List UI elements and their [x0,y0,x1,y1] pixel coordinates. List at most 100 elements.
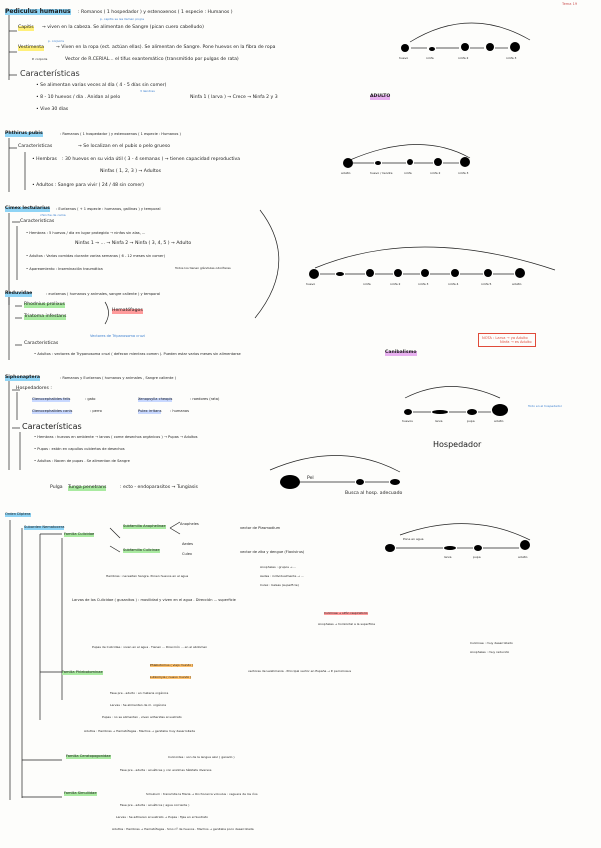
diagram-label: ninfa [404,172,412,175]
diagram-label: larva [444,556,452,559]
caract-label: Características [20,220,54,225]
note-line: Simulium : transmite la filaria → Onchoc… [146,793,258,796]
genus: Phlebotomus ( viejo mundo ) [150,664,193,667]
diagram-label: Busca al hosp. adecuado [345,492,402,497]
diagram-label: adulto [512,283,522,286]
caract-label: Características [24,342,58,347]
host-species: Pulex irritans [138,410,161,414]
vector-note: vector de zika y dengue (Flavivirus) [240,551,304,555]
note-line: • Se alimentan varias veces al día ( 4 -… [36,84,166,89]
note-line: Larvas : Se adhieren al sustrato → Pupas… [116,816,208,819]
note-line: Adultos : Hembras → Hematófagas . Machos… [84,730,195,733]
host-species: : humanos [170,410,189,414]
family-simuliidae: Familia Simuliidae [64,792,97,796]
note-line: : 30 huevos en su vida útil ( 3 - 4 sema… [62,158,240,163]
diagram-label: larva [435,420,443,423]
note-line: • Hembras [32,158,57,163]
diagram-label: ninfa 3 [418,283,428,286]
section-title: Siphonaptera [5,376,40,381]
caract-label: Características [22,423,82,431]
hematofagos-label: Hematófagos [112,309,143,314]
family-phlebotominae: Familia Phlebotominae [62,671,103,675]
annotation: Culicinae : muy desarrollado [470,642,513,645]
diagram-label: ninfa 3 [458,172,468,175]
vector-note: vectores de Leishmania . Principal vecto… [248,670,351,673]
host-species: Xenopsylla cheopis [138,398,172,402]
hospedador-label: Hospedador [433,441,481,449]
note-line: Culicoides : son de la lengua azul ( gan… [168,756,235,759]
genus: Aedes [182,543,193,547]
note-line: • Pupas : están en capullos cubiertos de… [34,448,125,452]
note-line: Pupas de Culicidae : viven en el agua . … [92,646,207,649]
lice-life-cycle-diagram [401,23,530,52]
family-culicidae: Familia Culicidae [64,533,94,537]
diagram-label: ninfa 2 [430,172,440,175]
species-rhodnius: Rhodnius prolixus [24,303,65,308]
caract-title: Características [20,70,80,78]
note-line: Culicinae → sifón respiratorio [324,612,368,615]
section-title: Reduvidae [5,292,32,297]
note-line: Ninfa 1 ( larva ) → Crece → Ninfa 2 y 3 [190,96,278,101]
cimex-life-cycle-diagram [309,247,555,279]
annotation: p. capitis se les llaman piojos [100,18,144,21]
note-line: Anopheles : grupos → ... [260,566,296,569]
diagram-label: adulto [518,556,528,559]
diagram-label: adulto [494,420,504,423]
diagram-label: ninfa 2 [458,57,468,60]
note-line: • Hembras : huevos en ambiente → larvas … [34,436,198,440]
capitis-text: → viven en la cabeza. Se alimentan de Sa… [42,26,204,31]
vestimenta-label: Vestimenta [18,46,44,51]
host-species: Ctenocephalides canis [32,410,72,414]
note-line: Ninfas ( 1, 2, 3 ) → Adultos [100,170,161,175]
nota-line: Ninfa → es Adulto [482,340,532,344]
section-title: Cimex lectularius [5,207,50,212]
host-species: : perro [90,410,102,414]
annotation: p. corporis [48,40,64,43]
section-subtitle: : Euríxenos ( + 1 especie : humanos, gal… [56,208,160,212]
diagram-label: pupa [473,556,481,559]
diagram-label: huevos [402,420,413,423]
note-line: Pupas : no se alimentan , viven adherida… [102,716,182,719]
page-number: Tema 19 [562,3,577,7]
diagram-label: ninfa 2 [390,283,400,286]
annotation: Todo en el hospedador [528,405,562,408]
diagram-label: ninfa 3 [506,57,516,60]
diagram-label: huevo [399,57,408,60]
note-line: • Hembras : 5 huevos / día en lugar prot… [26,232,145,236]
note-line: Anopheles → horizontal a la superficie [318,623,375,626]
diagram-label: pupa [467,420,475,423]
note-line: • Adultos : Sangre para vivir ( 24 / 48 … [32,184,144,189]
vector-note: vector de Plasmodium [240,527,280,531]
adulto-label: ADULTO [370,95,390,100]
vector-text: Vector de R.CERIAL... el tifus exantemát… [65,58,239,63]
annotation: P. corporis [32,58,47,61]
diagram-label: ninfa 4 [448,283,458,286]
annotation: Todos los tienen glándulas odoríferas [175,267,231,270]
note-line: • Apareamiento : Inseminación traumática [26,268,103,272]
note-line: Ninfas 1 → ... → Ninfa 2 → Ninfa ( 3, 4,… [75,242,191,247]
note-line: • Adultos : vectores de Trypanosoma cruz… [34,353,241,357]
diagram-label: huevo / liendre [370,172,393,175]
annotation: Vectores de Tripanosoma cruzi [90,335,145,339]
note-line: Fase pre - adulta : acuáticas y con enzi… [120,769,211,772]
note-line: Larvas : Se alimentan de m. orgánica [110,704,166,707]
caract-label: Características [18,145,52,150]
diagram-label: huevo [306,283,315,286]
diagram-label: Pel [307,477,314,482]
note-line: Adultos : Hembras → Hematófagas . Sino n… [112,828,254,831]
suborder-label: Suborden Nematocera [24,526,64,530]
note-line: Fase pre - adulto : en materia orgánica [110,692,168,695]
order-label: Orden Díptera [5,513,31,517]
hosp-label: Hospedadores : [16,387,52,392]
diagram-label: Pone en agua [403,538,423,541]
diagram-label: ninfa 5 [481,283,491,286]
section-title: Phthirus pubis [5,132,43,137]
nota-box: NOTA : Larva → ya Adulto Ninfa → es Adul… [478,333,536,347]
diagram-label: ninfa [363,283,371,286]
genus: Lutzomyia ( nuevo mundo ) [150,676,191,679]
section-title: Pediculus humanus [5,9,71,15]
genus: Anopheles [180,523,199,527]
note-line: Fase pre - adulta : acuáticos ( agua cor… [120,804,189,807]
note-line: Aedes : individualmente → ... [260,575,304,578]
